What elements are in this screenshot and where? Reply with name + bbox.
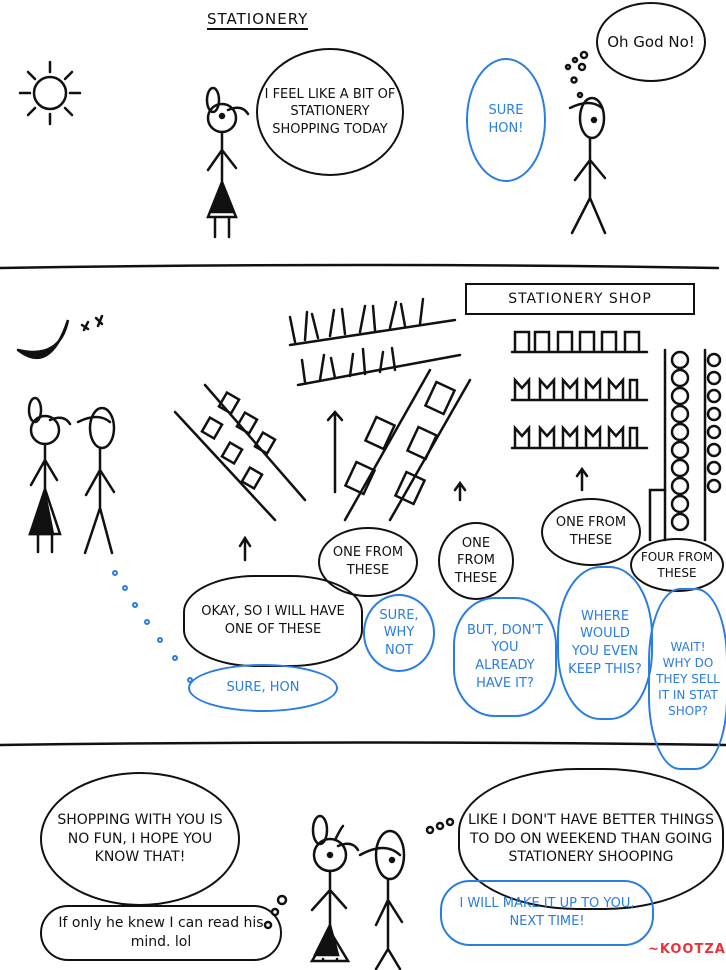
speech-bubble-her: I feel like a bit of stationery shopping…: [256, 48, 404, 176]
thought-bubble-him: Like I don't have better things to do on…: [458, 768, 724, 910]
man-figure: [76, 406, 116, 555]
thought-bubble-him: Oh God No!: [596, 2, 706, 82]
shelf-pens: [288, 297, 462, 494]
speech-bubble-him: Wait! Why do they sell it in stat shop?: [648, 588, 726, 770]
speech-bubble-him: Sure, hon: [188, 664, 338, 712]
panel-divider: [0, 263, 720, 270]
shelf-folders: [510, 330, 649, 492]
speech-bubble-him: But, don't you already have it?: [453, 597, 557, 717]
comic-title: STATIONERY: [207, 10, 309, 30]
speech-bubble-him: Sure, why not: [363, 594, 435, 672]
shelf-notebooks: [343, 368, 472, 522]
speech-bubble-her: Shopping with you is no fun, I hope you …: [40, 772, 240, 906]
woman-figure: [27, 396, 72, 554]
thought-bubble-her: If only he knew I can read his mind. lol: [40, 905, 282, 961]
speech-bubble-her: Four from these: [630, 538, 724, 592]
footprints: [112, 570, 193, 683]
artist-signature: ~KOOTZARO: [648, 942, 726, 957]
stars-icon: [80, 314, 104, 332]
shop-sign: STATIONERY SHOP: [465, 283, 695, 315]
shelf-tape-rolls: [648, 348, 722, 542]
woman-figure: [205, 86, 250, 239]
thought-dots: [263, 817, 455, 930]
speech-bubble-him: Sure hon!: [466, 58, 546, 182]
shelf-books: [173, 383, 307, 562]
sun-icon: [18, 60, 82, 126]
man-figure: [568, 62, 607, 235]
speech-bubble-her: One from these: [318, 527, 418, 597]
speech-bubble-her: One from these: [438, 522, 514, 600]
speech-bubble-her: One from these: [541, 498, 641, 566]
moon-icon: [16, 319, 70, 360]
speech-bubble-him: Where would you even keep this?: [557, 566, 653, 720]
panel-divider: [0, 741, 726, 747]
thought-dots: [564, 50, 589, 71]
woman-figure: [309, 814, 360, 963]
man-figure: [358, 829, 406, 970]
speech-bubble-him: I will make it up to you, next time!: [440, 880, 654, 946]
